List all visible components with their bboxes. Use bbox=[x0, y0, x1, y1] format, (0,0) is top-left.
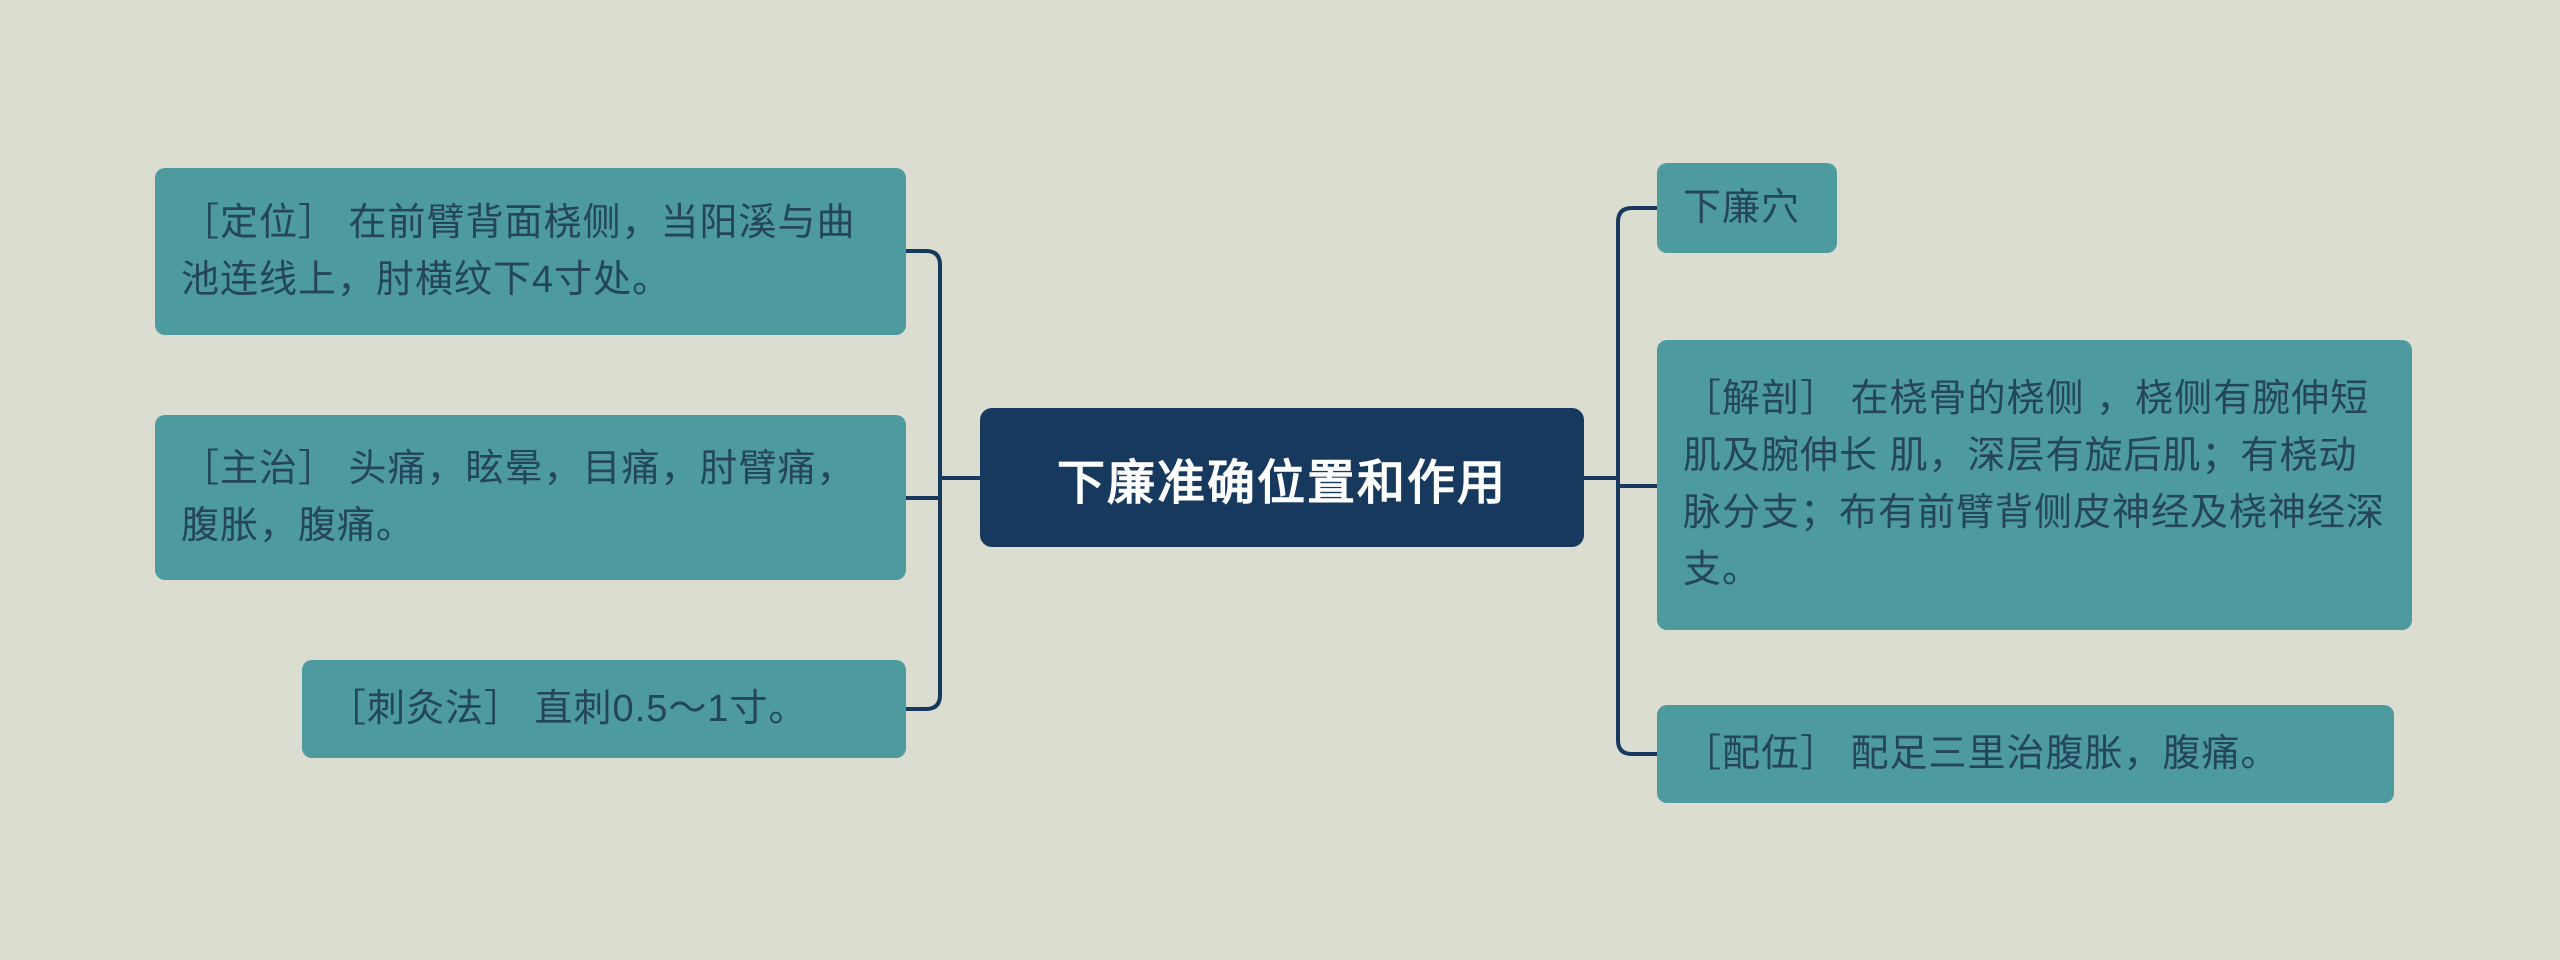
node-indications-label: ［主治］ 头痛，眩晕，目痛，肘臂痛，腹胀，腹痛。 bbox=[181, 447, 856, 547]
node-location[interactable]: ［定位］ 在前臂背面桡侧，当阳溪与曲池连线上，肘横纹下4寸处。 bbox=[155, 168, 906, 335]
node-center-title-label: 下廉准确位置和作用 bbox=[1056, 456, 1507, 510]
node-needling-method-label: ［刺灸法］ 直刺0.5～1寸。 bbox=[328, 687, 808, 730]
node-anatomy-label: ［解剖］ 在桡骨的桡侧 ，桡侧有腕伸短肌及腕伸长 肌，深层有旋后肌；有桡动脉分支… bbox=[1683, 378, 2386, 591]
node-acupoint-name-label: 下廉穴 bbox=[1683, 186, 1801, 229]
node-indications[interactable]: ［主治］ 头痛，眩晕，目痛，肘臂痛，腹胀，腹痛。 bbox=[155, 415, 906, 580]
node-acupoint-name[interactable]: 下廉穴 bbox=[1657, 163, 1837, 253]
node-combination-label: ［配伍］ 配足三里治腹胀，腹痛。 bbox=[1683, 732, 2280, 775]
node-location-label: ［定位］ 在前臂背面桡侧，当阳溪与曲池连线上，肘横纹下4寸处。 bbox=[181, 201, 856, 301]
node-combination[interactable]: ［配伍］ 配足三里治腹胀，腹痛。 bbox=[1657, 705, 2394, 803]
node-center-title[interactable]: 下廉准确位置和作用 bbox=[980, 408, 1584, 547]
left-branch-line bbox=[906, 249, 942, 711]
node-anatomy[interactable]: ［解剖］ 在桡骨的桡侧 ，桡侧有腕伸短肌及腕伸长 肌，深层有旋后肌；有桡动脉分支… bbox=[1657, 340, 2412, 630]
right-branch-line bbox=[1616, 206, 1657, 756]
node-needling-method[interactable]: ［刺灸法］ 直刺0.5～1寸。 bbox=[302, 660, 906, 758]
